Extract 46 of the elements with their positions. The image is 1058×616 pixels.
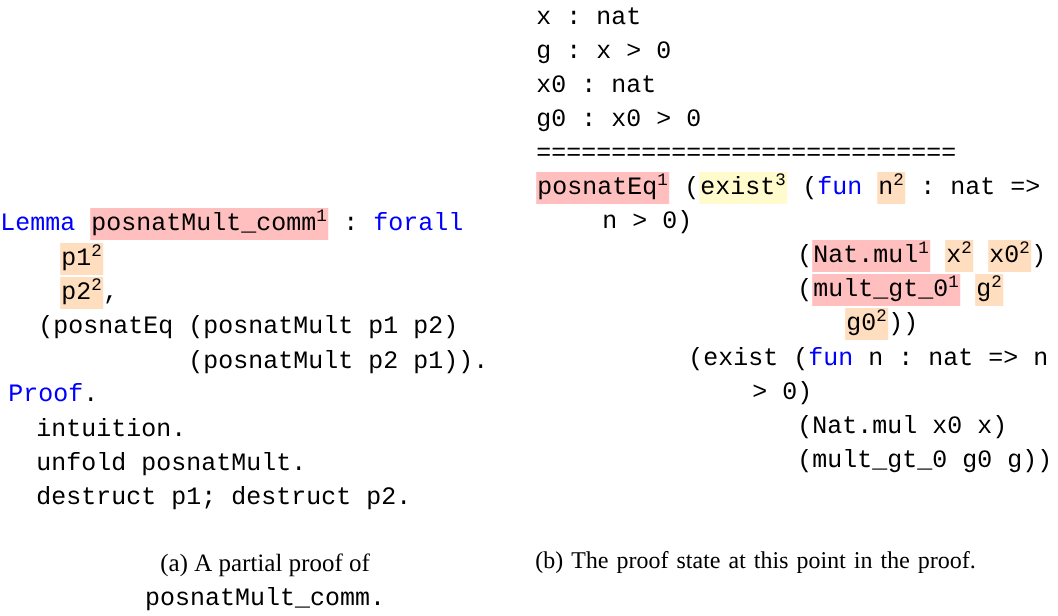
code-text: (posnatEq (posnatMult p1 p2) xyxy=(42,314,454,339)
code-text: ============================ xyxy=(537,147,955,156)
highlighted-term: exist$^{3}$ xyxy=(699,172,788,204)
code-text: (mult_gt_0 g0 g)) xyxy=(801,448,1048,473)
code-text: > 0) xyxy=(753,380,808,405)
code-text: ( xyxy=(806,175,814,200)
code-text: : nat => xyxy=(926,177,1039,195)
code-text: unfold posnatMult. xyxy=(38,451,301,476)
code-text: . xyxy=(89,397,93,401)
code-text: ( xyxy=(801,243,809,268)
code-text: ( xyxy=(801,277,809,302)
keyword: forall xyxy=(374,211,462,231)
code-text: x0 : nat xyxy=(537,75,654,93)
highlighted-term: p1$^{2}$ xyxy=(60,243,104,275)
code-text: ) xyxy=(1035,243,1043,268)
keyword: fun xyxy=(809,346,851,366)
highlighted-term: posnatEq$^{1}$ xyxy=(536,172,670,204)
keyword: Proof xyxy=(10,382,82,402)
code-text: destruct p1; destruct p2. xyxy=(37,485,406,510)
code-text: g0 : x0 > 0 xyxy=(537,109,700,132)
highlighted-term: x$^{2}$ xyxy=(945,240,974,272)
code-text: : xyxy=(349,216,353,230)
code-text: (posnatMult p2 p1)). xyxy=(192,349,483,374)
code-text: n : nat => n xyxy=(870,348,1046,366)
keyword: Lemma xyxy=(3,213,75,231)
caption: (b) The proof state at this point in the proof. xyxy=(536,551,975,574)
highlighted-term: Nat.mul$^{1}$ xyxy=(812,240,931,272)
code-text: , xyxy=(106,295,112,304)
keyword: fun xyxy=(818,175,861,195)
code-text: (exist ( xyxy=(692,346,805,371)
code-text: intuition. xyxy=(37,417,181,437)
caption: (a) A partial proof of xyxy=(161,553,370,577)
highlighted-term: p2$^{2}$ xyxy=(60,277,104,309)
highlighted-term: n$^{2}$ xyxy=(877,172,906,204)
highlighted-term: mult_gt_0$^{1}$ xyxy=(812,274,961,306)
code-text: g : x > 0 xyxy=(537,41,670,64)
highlighted-term: x0$^{2}$ xyxy=(988,240,1032,272)
code-text: ( xyxy=(688,175,696,200)
code-text: n > 0) xyxy=(604,209,688,234)
highlighted-term: g0$^{2}$ xyxy=(845,308,889,340)
code-text: (Nat.mul x0 x) xyxy=(801,414,1003,439)
code-text: )) xyxy=(892,311,914,336)
highlighted-term: g$^{2}$ xyxy=(975,274,1004,306)
code-text: x : nat xyxy=(537,7,639,25)
caption: posnatMult_comm. xyxy=(147,586,379,611)
highlighted-term: posnatMult_comm$^{1}$ xyxy=(90,208,329,240)
